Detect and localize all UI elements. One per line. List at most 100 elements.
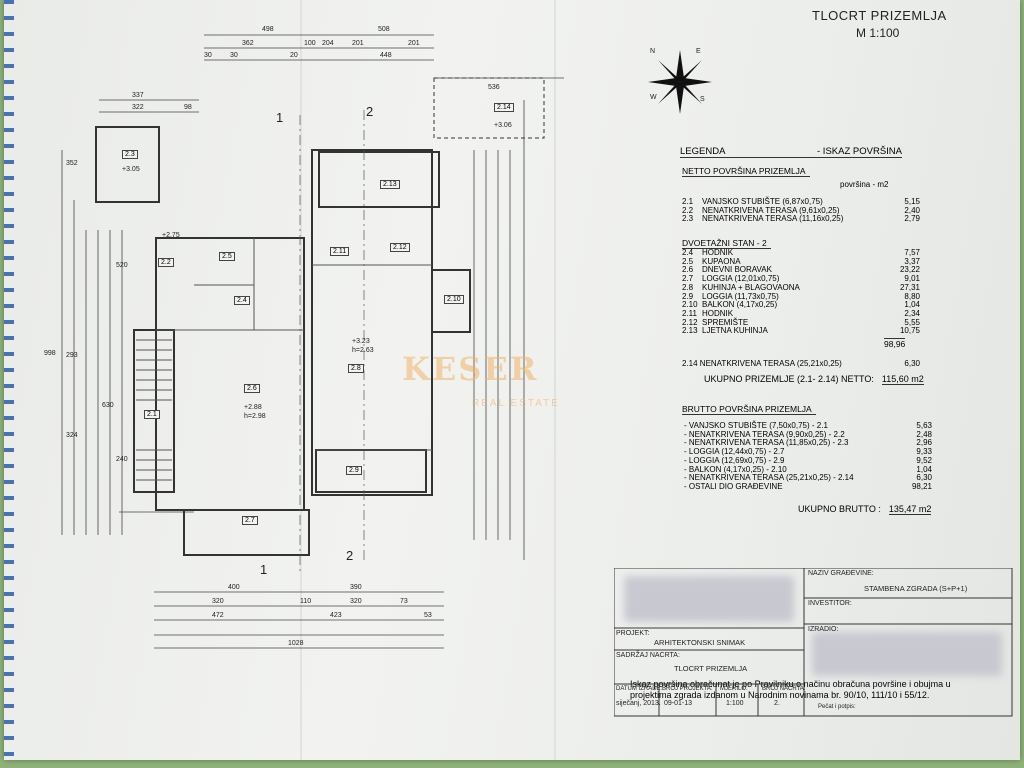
title-block: NAZIV GRAĐEVINE: STAMBENA ZGRADA (S+P+1)… (614, 568, 1014, 718)
room-label: 2.12 (390, 243, 410, 252)
dimension: 320 (212, 598, 224, 605)
dvoetazni-sum: 98,96 (884, 338, 906, 349)
datum-label: DATUM IZRADE: (616, 686, 663, 692)
redacted-area (624, 576, 794, 622)
redacted-area (812, 632, 1002, 676)
binder-holes (4, 0, 14, 760)
compass-letter: S (700, 96, 705, 103)
unit-label: površina - m2 (840, 180, 889, 189)
drawing-scale: M 1:100 (856, 26, 900, 40)
room-label: 2.9 (346, 466, 362, 475)
naziv-value: STAMBENA ZGRADA (S+P+1) (864, 584, 968, 593)
room-label: 2.2 (158, 258, 174, 267)
compass-letter: W (650, 94, 657, 101)
netto-title: NETTO POVRŠINA PRIZEMLJA (682, 166, 810, 177)
mjerilo-value: 1:100 (726, 700, 744, 707)
dimension: 520 (116, 262, 128, 269)
dimension: 204 (322, 40, 334, 47)
dimension: 240 (116, 456, 128, 463)
dimension: 201 (352, 40, 364, 47)
dimension: 293 (66, 352, 78, 359)
dimension: 337 (132, 92, 144, 99)
broj-label: BROJ PROJEKTA: (662, 686, 713, 692)
fold-line (554, 0, 556, 760)
drawing-sheet: 2.3 2.1 2.2 2.4 2.5 2.6 2.7 2.8 2.9 2.10… (4, 0, 1020, 760)
dimension: 20 (290, 52, 298, 59)
dimension: 324 (66, 432, 78, 439)
dimension: 110 (300, 598, 312, 605)
list-label: BROJ NACRTA: (762, 686, 806, 692)
level-marker: h=2.98 (244, 413, 266, 420)
level-marker: +3.23 (352, 338, 370, 345)
legend-header: LEGENDA - ISKAZ POVRŠINA (680, 146, 902, 158)
dimension: 400 (228, 584, 240, 591)
level-marker: +3.05 (122, 166, 140, 173)
brutto-title: BRUTTO POVRŠINA PRIZEMLJA (682, 404, 816, 415)
room-label: 2.10 (444, 295, 464, 304)
dimension: 498 (262, 26, 274, 33)
netto-total: UKUPNO PRIZEMLJE (2.1- 2.14) NETTO:115,6… (704, 374, 924, 385)
room-label: 2.13 (380, 180, 400, 189)
room-label: 2.1 (144, 410, 160, 419)
investitor-label: INVESTITOR: (808, 600, 852, 607)
dimension: 30 (204, 52, 212, 59)
dimension: 201 (408, 40, 420, 47)
brutto-total: UKUPNO BRUTTO :135,47 m2 (798, 504, 932, 515)
title-block-grid (614, 568, 1013, 717)
list-item: - NENATKRIVENA TERASA (25,21x0,25) - 2.1… (684, 473, 932, 483)
list-value: 2. (774, 700, 780, 707)
dimension: 73 (400, 598, 408, 605)
page-title: TLOCRT PRIZEMLJA (812, 8, 947, 23)
naziv-label: NAZIV GRAĐEVINE: (808, 570, 874, 577)
izradio-label: IZRADIO: (808, 626, 839, 633)
projekt-label: PROJEKT: (616, 630, 650, 637)
compass-letter: N (650, 48, 656, 55)
dimension: 448 (380, 52, 392, 59)
room-label: 2.8 (348, 364, 364, 373)
level-marker: h=2.63 (352, 347, 374, 354)
watermark-logo: KESER (402, 350, 539, 388)
sadrzaj-value: TLOCRT PRIZEMLJA (674, 664, 748, 673)
level-marker: +2.88 (244, 404, 262, 411)
dimension: 100 (304, 40, 316, 47)
room-label: 2.3 (122, 150, 138, 159)
room-label: 2.7 (242, 516, 258, 525)
section-mark: 1 (276, 110, 284, 125)
dimension: 1028 (288, 640, 304, 647)
terasa-214: 2.14 NENATKRIVENA TERASA (25,21x0,25)6,3… (682, 359, 920, 368)
compass-letter: E (696, 48, 701, 55)
dimension: 53 (424, 612, 432, 619)
dvoetazni-title: DVOETAŽNI STAN - 2 (682, 238, 771, 249)
dimension: 362 (242, 40, 254, 47)
dimension: 98 (184, 104, 192, 111)
watermark-subtitle: REAL ESTATE (472, 398, 560, 409)
section-mark: 1 (260, 562, 268, 577)
level-marker: +3.06 (494, 122, 512, 129)
potpis-label: Pečat i potpis: (818, 704, 856, 710)
dimension: 998 (44, 350, 56, 357)
datum-value: siječanj, 2013. (616, 700, 661, 707)
room-label: 2.14 (494, 103, 514, 112)
dimension: 322 (132, 104, 144, 111)
compass-rose-icon (648, 50, 712, 114)
legend-title: LEGENDA (680, 146, 726, 157)
section-mark: 2 (346, 548, 354, 563)
dimension: 390 (350, 584, 362, 591)
